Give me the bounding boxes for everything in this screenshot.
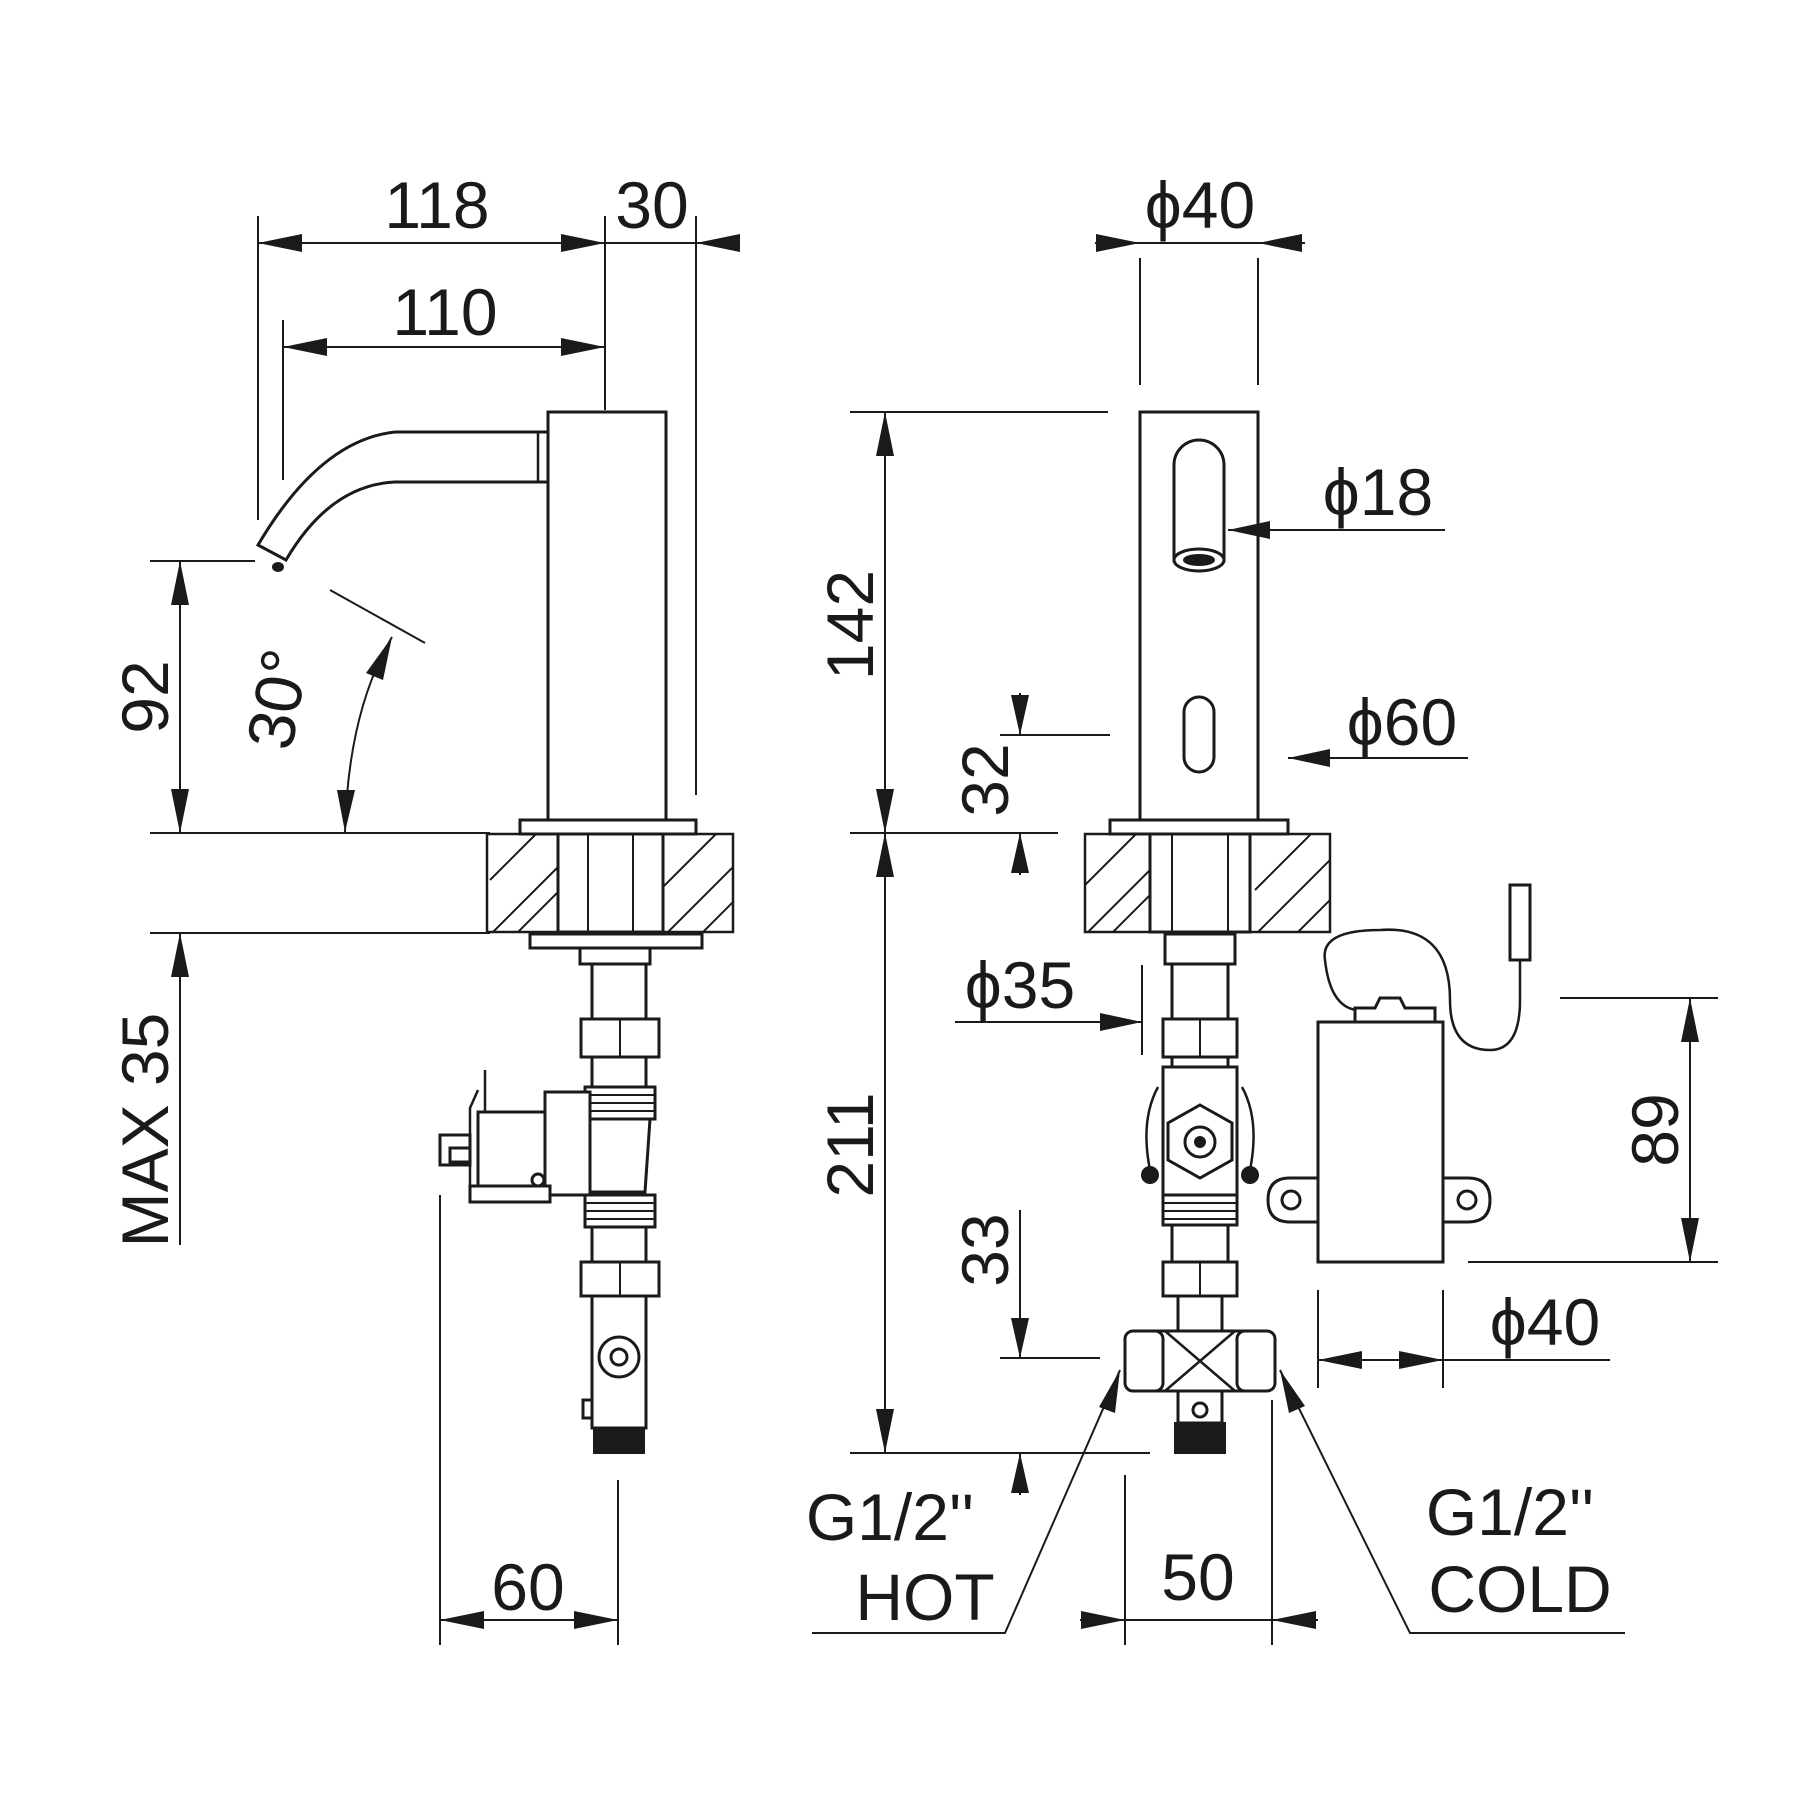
dim-spout-offset: 30 [615, 168, 688, 242]
base-flange [518, 818, 698, 836]
dim-spout-reach: 110 [392, 275, 497, 349]
thread [583, 1085, 657, 1121]
dim-body-diameter: ϕ40 [1145, 168, 1255, 242]
dim-shank-diameter: ϕ35 [965, 948, 1075, 1022]
dim-inlet-spacing: 50 [1161, 1540, 1234, 1614]
spout-outlet [1172, 438, 1226, 562]
hot-thread-label: G1/2'' [806, 1480, 974, 1554]
dim-sensor-window-diameter: ϕ18 [1323, 455, 1433, 529]
dim-sensor-height: 32 [948, 743, 1022, 816]
thread-front [1161, 1193, 1239, 1227]
dim-base-diameter: ϕ60 [1347, 685, 1457, 759]
hot-label: HOT [855, 1560, 994, 1634]
solenoid-valve [438, 1070, 652, 1204]
front-view: ϕ40 ϕ18 ϕ60 142 32 ϕ35 211 33 50 89 ϕ40 … [806, 168, 1718, 1645]
dim-outlet-height: 33 [948, 1213, 1022, 1286]
dim-box-height: 89 [1618, 1093, 1692, 1166]
control-box [1266, 883, 1532, 1264]
thread [583, 1193, 657, 1229]
dim-valve-width: 60 [491, 1550, 564, 1624]
base-flange-front [1108, 818, 1290, 836]
hot-inlet [1123, 1329, 1165, 1393]
dim-max-counter-thickness: MAX 35 [108, 1013, 182, 1248]
dim-spout-angle: 30° [232, 643, 322, 754]
cold-inlet [1235, 1329, 1277, 1393]
faucet-body [546, 410, 668, 822]
counter-section [485, 832, 735, 934]
side-view: 118 30 110 92 30° MAX 35 60 [108, 168, 740, 1645]
aerator [272, 562, 284, 572]
spout [255, 430, 550, 563]
solenoid-valve-front [1141, 1065, 1259, 1197]
dim-body-height: 142 [813, 570, 887, 680]
dim-spout-height: 92 [108, 660, 182, 733]
cold-label: COLD [1428, 1552, 1611, 1626]
cold-thread-label: G1/2'' [1426, 1475, 1594, 1549]
counter-section-front [1083, 832, 1332, 934]
dim-overall-reach: 118 [384, 168, 489, 242]
mixing-tee [1123, 1329, 1277, 1454]
dim-below-counter-length: 211 [813, 1092, 887, 1197]
dim-box-diameter: ϕ40 [1490, 1285, 1600, 1359]
sensor-window [1182, 695, 1216, 774]
